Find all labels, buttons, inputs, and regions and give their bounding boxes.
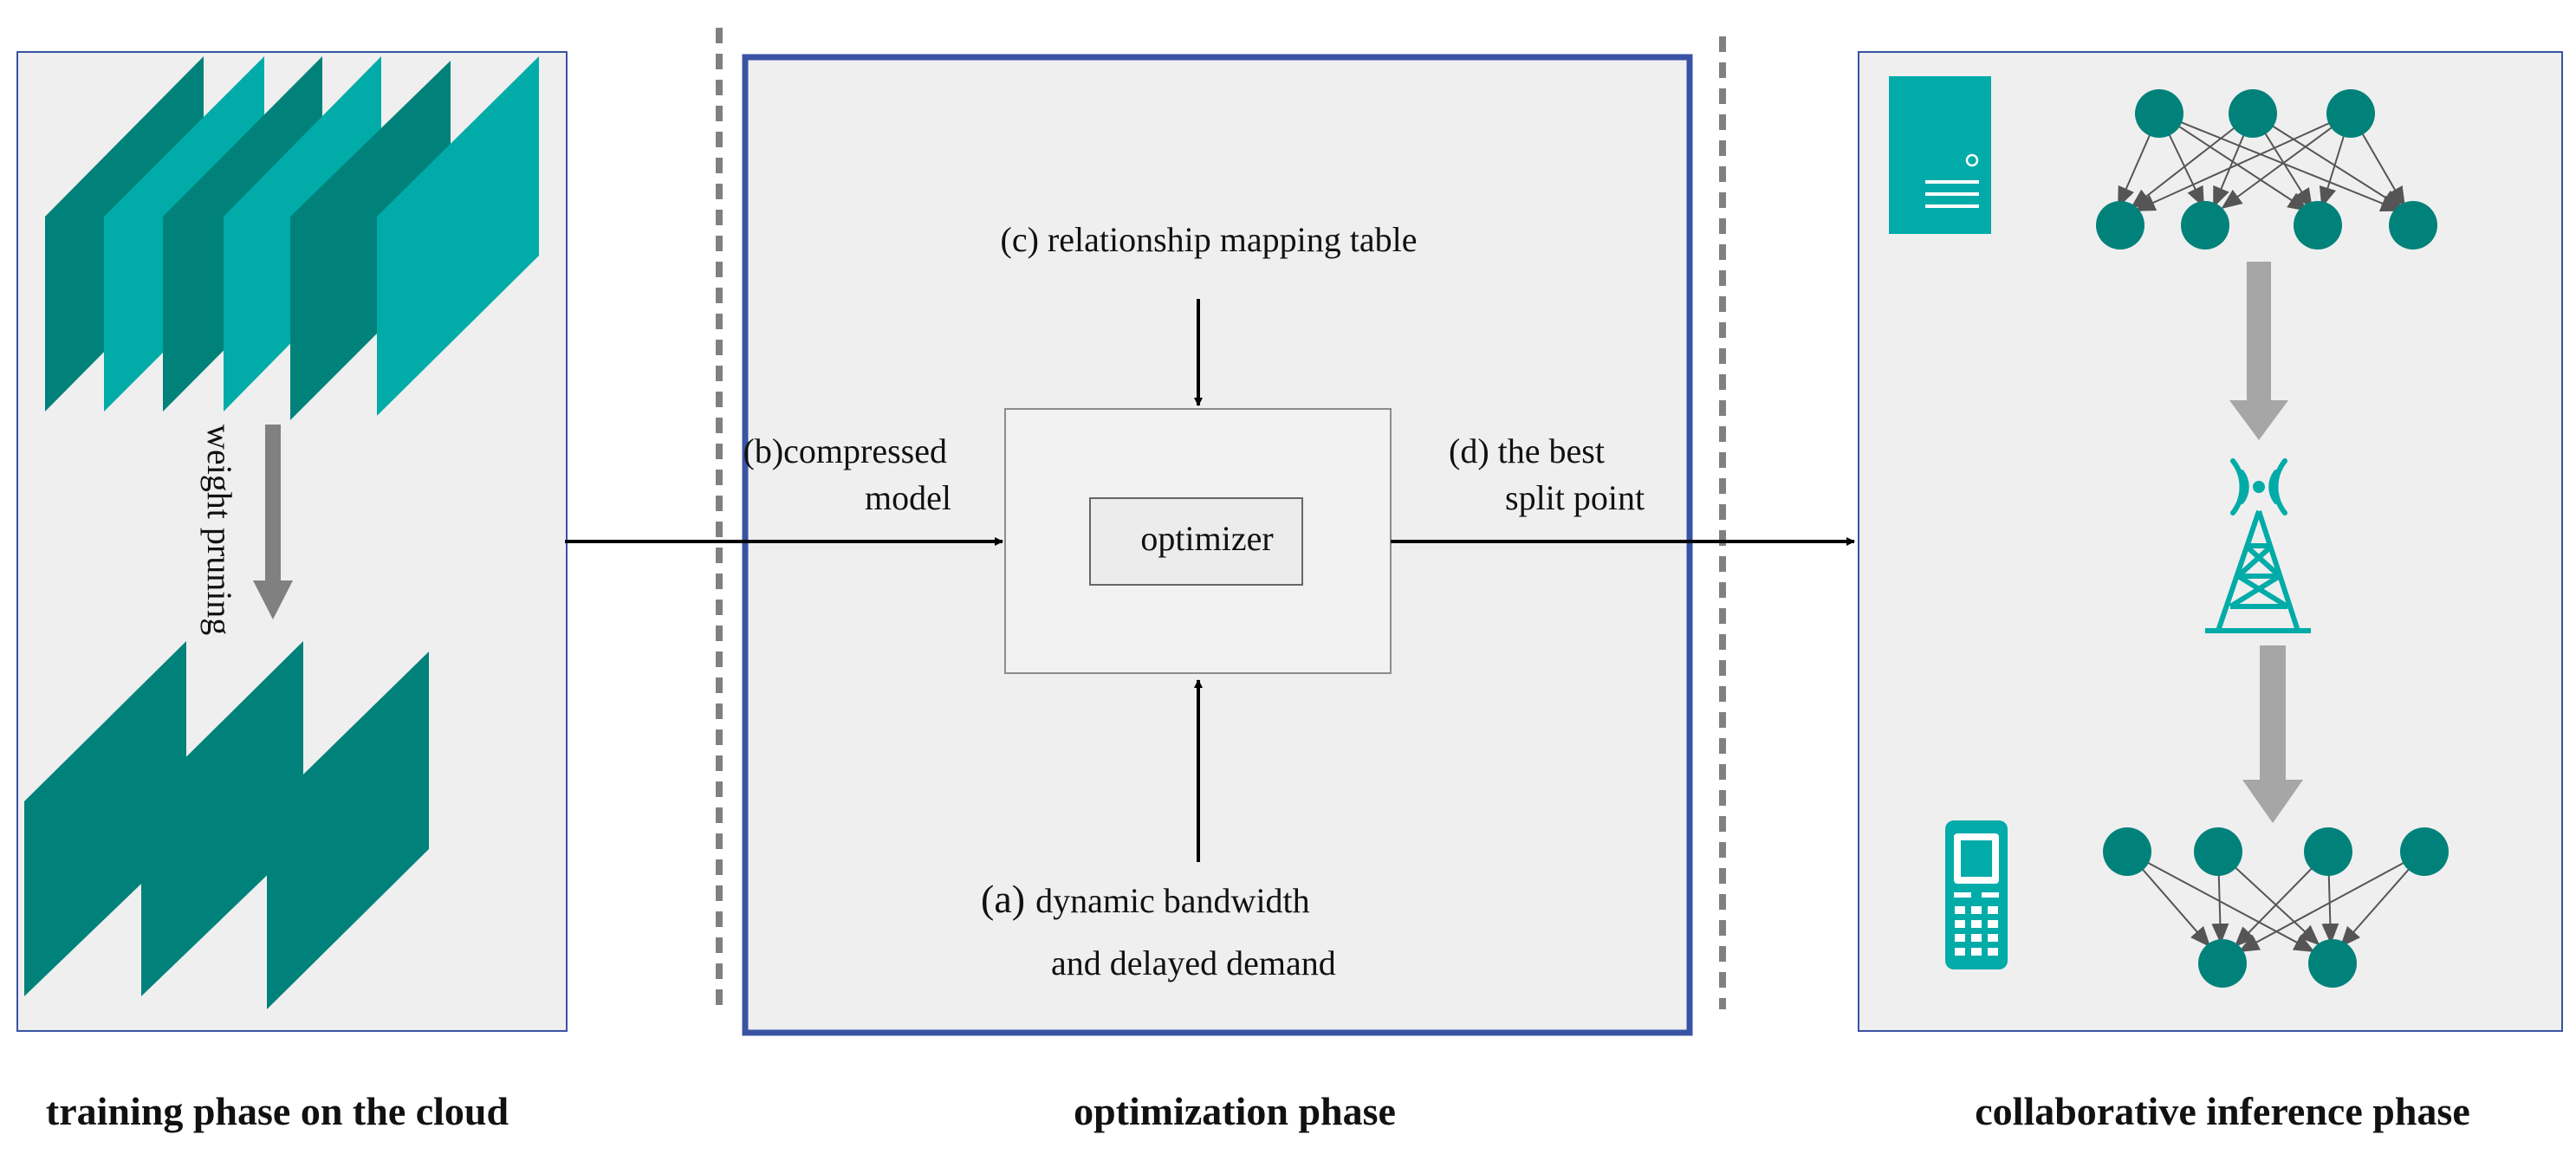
pruned-layers-stack <box>24 641 429 1009</box>
bandwidth-label-1: (a) dynamic bandwidth <box>981 877 1310 921</box>
cloud-to-tower-arrow <box>2229 262 2288 440</box>
pruned-layer-3 <box>267 652 429 1009</box>
weight-pruning-label: weight pruning <box>200 425 239 635</box>
cloud-network <box>2096 89 2437 250</box>
pruned-layer-1 <box>24 641 186 996</box>
best-label-2: split point <box>1505 478 1645 517</box>
best-label-1: (d) the best <box>1449 431 1605 470</box>
dense-layers-stack <box>45 56 539 420</box>
optimizer-box <box>1089 497 1303 586</box>
training-phase-caption: training phase on the cloud <box>46 1089 509 1133</box>
training-panel: weight pruning <box>16 51 568 1032</box>
cloud-network-nodes <box>2096 89 2437 250</box>
compressed-label-1: (b)compressed <box>743 431 947 470</box>
bandwidth-text: dynamic bandwidth <box>1035 881 1310 920</box>
pruned-layer-2 <box>141 641 303 996</box>
bandwidth-label-2: and delayed demand <box>1051 943 1336 982</box>
server-icon <box>1889 76 1991 234</box>
device-network <box>2103 827 2449 988</box>
optimization-panel: optimizer (c) relationship mapping table… <box>742 54 1693 1036</box>
bandwidth-prefix: (a) <box>981 877 1025 921</box>
mobile-phone-icon <box>1945 820 2008 969</box>
cell-tower-icon <box>2205 458 2311 633</box>
dense-layer-5 <box>290 61 451 420</box>
pruning-arrow <box>253 425 293 619</box>
relationship-table-label: (c) relationship mapping table <box>1001 220 1418 259</box>
inference-panel <box>1858 51 2563 1032</box>
dense-layer-6 <box>377 56 539 416</box>
optimization-phase-caption: optimization phase <box>1074 1089 1396 1133</box>
compressed-label-2: model <box>865 478 951 517</box>
inference-phase-caption: collaborative inference phase <box>1975 1089 2470 1133</box>
device-network-nodes <box>2103 827 2449 988</box>
optimizer-label: optimizer <box>1140 519 1273 558</box>
tower-to-device-arrow <box>2242 645 2303 823</box>
